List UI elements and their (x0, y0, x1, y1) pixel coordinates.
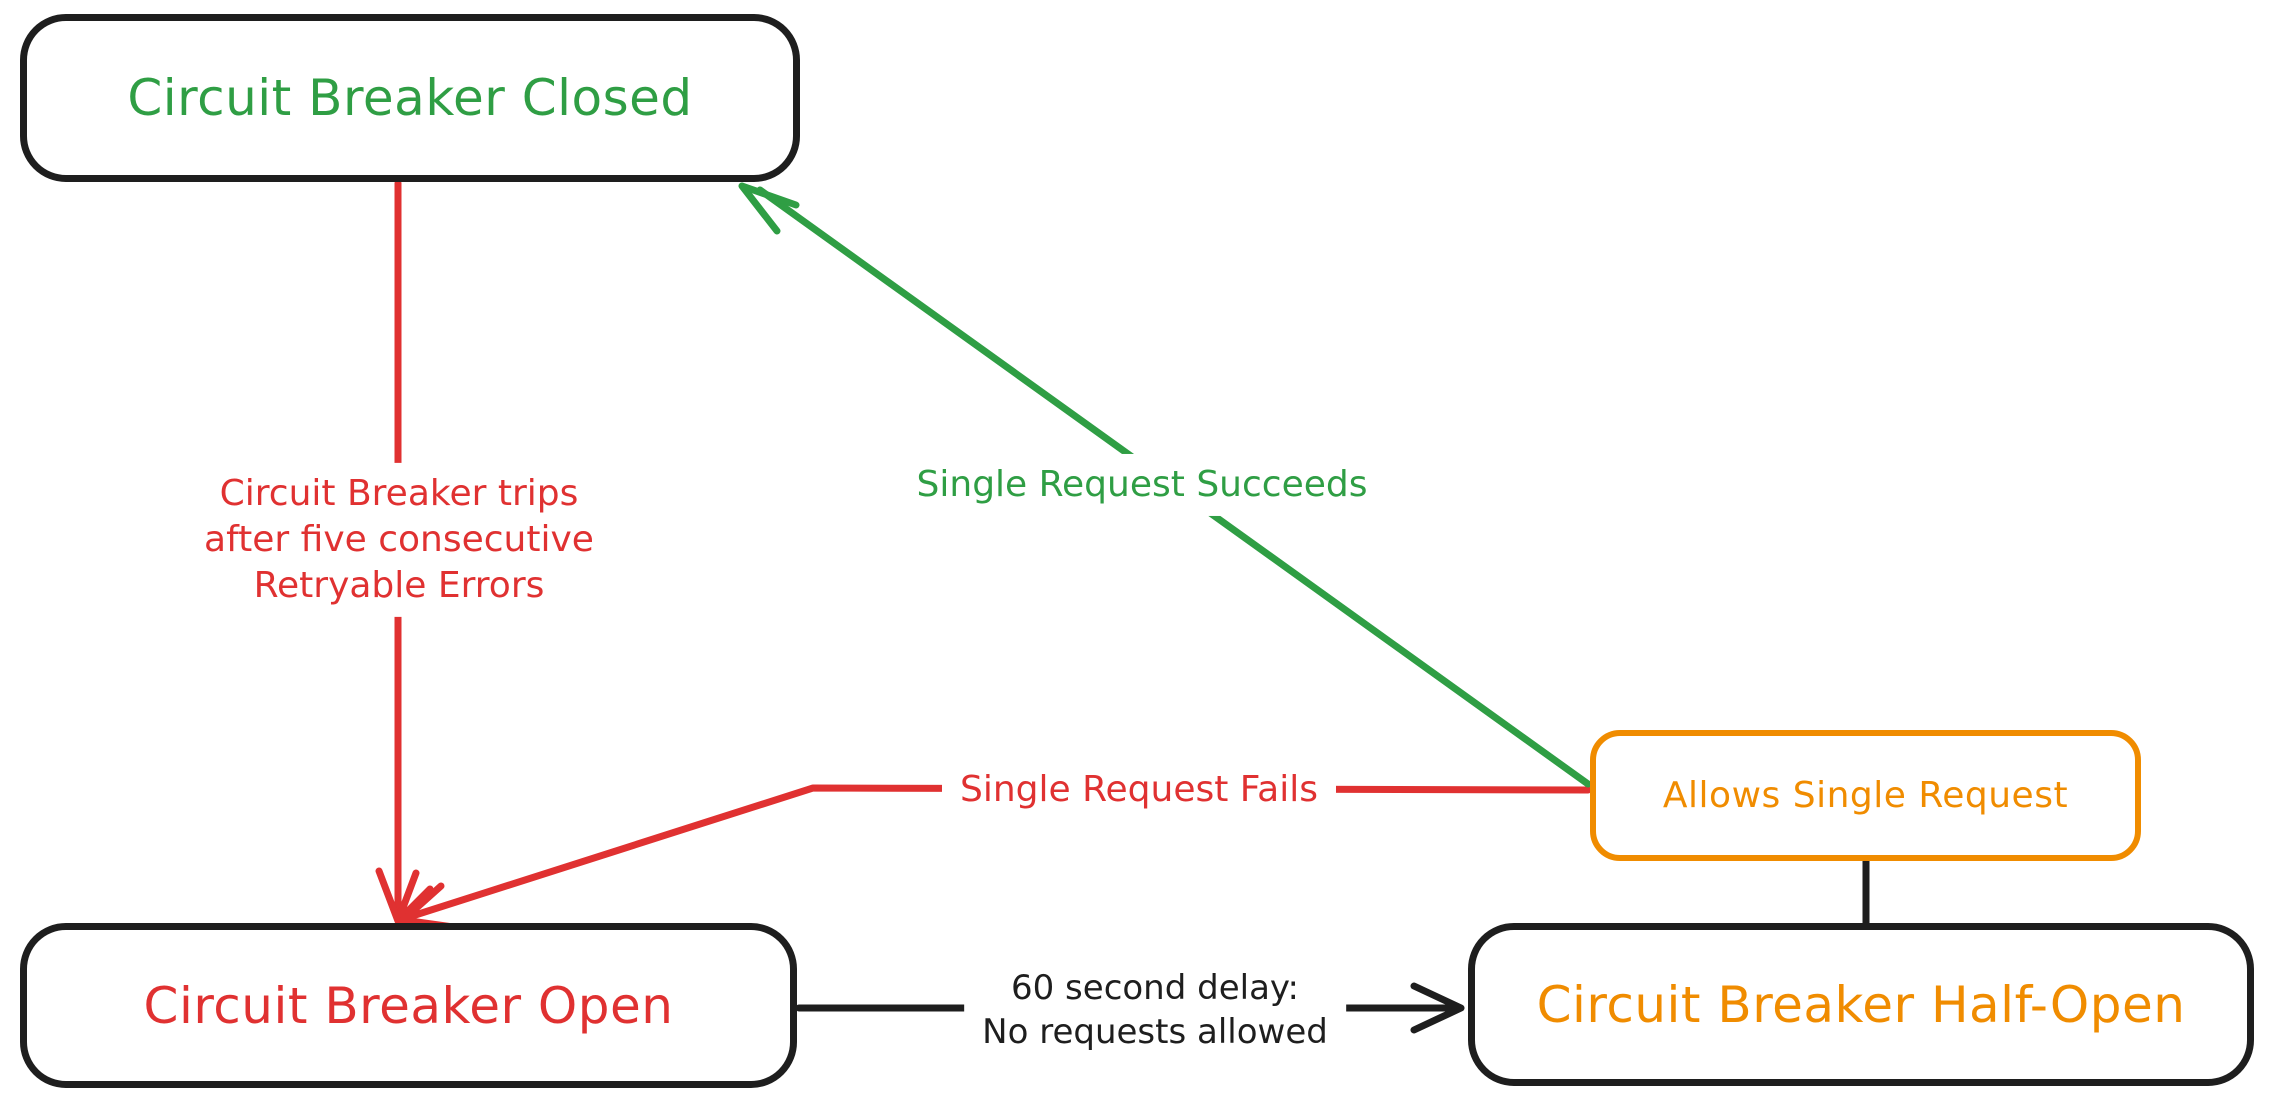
edge-label-trips-line1: Circuit Breaker trips (219, 472, 579, 514)
node-label-open: Circuit Breaker Open (143, 976, 674, 1035)
edge-label-trips-line2: after five consecutive (204, 518, 594, 560)
edge-label-fails: Single Request Fails (941, 758, 1337, 822)
edge-label-trips: Circuit Breaker trips after five consecu… (186, 462, 612, 618)
edge-label-delay: 60 second delay: No requests allowed (964, 957, 1346, 1063)
edge-delay-arrowhead-icon (1410, 982, 1465, 1034)
node-circuit-breaker-half-open: Circuit Breaker Half-Open (1468, 923, 2254, 1086)
edge-label-delay-line1: 60 second delay: (1010, 967, 1300, 1008)
edge-succeeds-arrowhead-icon (738, 182, 800, 235)
node-allows-single-request: Allows Single Request (1590, 730, 2141, 861)
node-circuit-breaker-closed: Circuit Breaker Closed (20, 14, 800, 182)
edge-label-delay-line2: No requests allowed (982, 1012, 1328, 1052)
node-label-allows: Allows Single Request (1662, 775, 2069, 816)
edge-label-trips-line3: Retryable Errors (253, 565, 545, 607)
node-circuit-breaker-open: Circuit Breaker Open (20, 923, 797, 1088)
edge-label-succeeds: Single Request Succeeds (898, 453, 1386, 517)
node-label-closed: Circuit Breaker Closed (127, 69, 693, 127)
node-label-half-open: Circuit Breaker Half-Open (1536, 975, 2186, 1034)
